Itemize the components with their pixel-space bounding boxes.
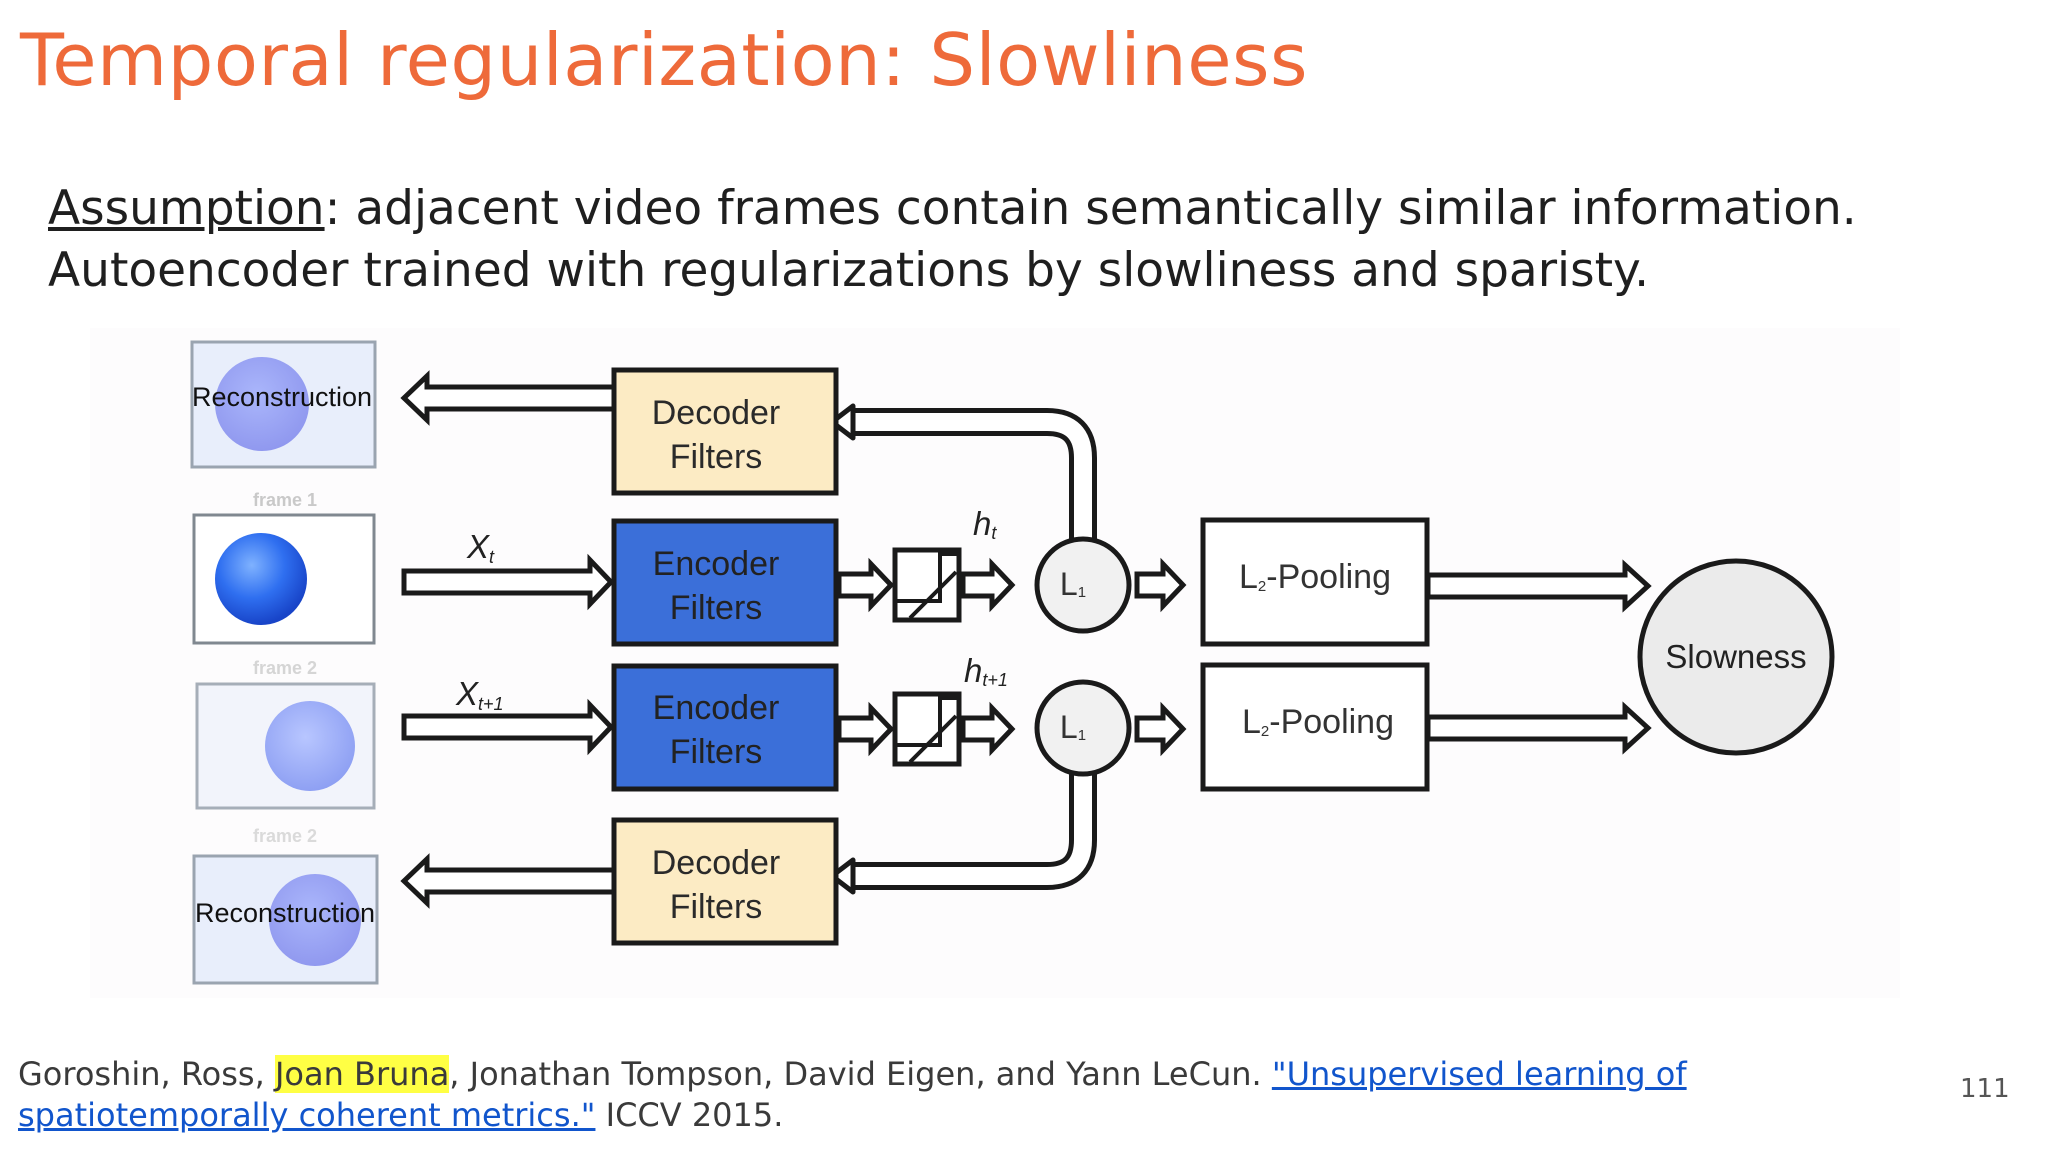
l1-t-label: L: [1060, 566, 1078, 602]
xt1-label: Xt+1: [455, 675, 504, 714]
frame1-input: [192, 513, 376, 645]
pool-t-sub: 2: [1258, 578, 1266, 595]
encoder-filters-t1: Encoder Filters: [611, 663, 839, 792]
encoder-t1-line1: Encoder: [653, 689, 780, 727]
input-arrow-xt: [401, 553, 615, 611]
xt-label: Xt: [466, 528, 495, 567]
encoder-t-line1: Encoder: [653, 545, 780, 583]
paper-link[interactable]: "Unsupervised learning of spatiotemporal…: [18, 1055, 1687, 1134]
arrow-enc-rect-1: [836, 557, 895, 613]
pool-t-text: -Pooling: [1266, 558, 1391, 596]
ht1-label: ht+1: [964, 652, 1008, 690]
reconstruction-label-top: Reconstruction: [192, 382, 372, 412]
feedback-pipe-top: [829, 403, 1097, 550]
arrow-rect-l1-2: [960, 701, 1016, 757]
slide-title: Temporal regularization: Slowliness: [20, 18, 1309, 102]
citation: Goroshin, Ross, Joan Bruna, Jonathan Tom…: [18, 1054, 1918, 1136]
l1-t1-sub: 1: [1078, 727, 1086, 744]
output-arrow-top: [400, 370, 617, 426]
svg-text:L1: L1: [1060, 566, 1086, 602]
arrow-pool-slow-1: [1425, 559, 1652, 613]
slide-body: Assumption: adjacent video frames contai…: [48, 178, 1857, 302]
decoder-filters-top: Decoder Filters: [611, 367, 839, 496]
assumption-line: Assumption: adjacent video frames contai…: [48, 178, 1857, 240]
decoder-bottom-line1: Decoder: [652, 844, 781, 882]
svg-text:L2-Pooling: L2-Pooling: [1242, 703, 1394, 741]
frame2-label-b: frame 2: [253, 826, 317, 846]
arrow-enc-rect-2: [836, 701, 895, 757]
frame2-input: [195, 682, 376, 810]
reconstruction-frame-top: Reconstruction: [190, 340, 377, 469]
pool-t-l: L: [1239, 558, 1258, 596]
citation-authors-pre: Goroshin, Ross,: [18, 1055, 275, 1093]
encoder-t1-line2: Filters: [670, 733, 763, 771]
decoder-top-line1: Decoder: [652, 394, 781, 432]
reconstruction-label-bottom: Reconstruction: [195, 898, 375, 928]
arrow-pool-slow-2: [1425, 701, 1652, 755]
autoencoder-line: Autoencoder trained with regularizations…: [48, 243, 1650, 298]
encoder-filters-t: Encoder Filters: [611, 518, 839, 647]
svg-text:L1: L1: [1060, 709, 1086, 745]
slowness-autoencoder-diagram: Reconstruction frame 1 frame 2 frame 2 R…: [90, 328, 1900, 998]
input-arrow-xt1: [401, 698, 615, 756]
pool-t1-sub: 2: [1261, 723, 1269, 740]
decoder-top-line2: Filters: [670, 438, 763, 476]
feedback-pipe-bottom: [829, 761, 1097, 895]
slowness-node: Slowness: [1637, 558, 1835, 756]
page-number: 111: [1960, 1074, 2010, 1104]
output-arrow-bottom: [400, 853, 617, 909]
l1-t1-label: L: [1060, 709, 1078, 745]
frame2-label-a: frame 2: [253, 658, 317, 678]
decoder-bottom-line2: Filters: [670, 888, 763, 926]
arrow-l1-pool-1: [1134, 557, 1187, 613]
decoder-filters-bottom: Decoder Filters: [611, 817, 839, 946]
l2-pooling-t1: L2-Pooling: [1200, 662, 1430, 792]
l1-node-t1: L1: [1034, 679, 1132, 777]
reconstruction-frame-bottom: Reconstruction: [192, 854, 379, 985]
l1-node-t: L1: [1034, 536, 1132, 634]
encoder-t-line2: Filters: [670, 589, 763, 627]
rectifier-t1: [892, 691, 962, 767]
l1-t-sub: 1: [1078, 584, 1086, 601]
assumption-text: : adjacent video frames contain semantic…: [324, 181, 1857, 236]
svg-text:L2-Pooling: L2-Pooling: [1239, 558, 1391, 596]
frame1-label: frame 1: [253, 490, 317, 510]
assumption-label: Assumption: [48, 181, 325, 236]
arrow-l1-pool-2: [1134, 701, 1187, 757]
rectifier-t: [892, 547, 962, 623]
ht-label: ht: [973, 505, 997, 543]
citation-venue: ICCV 2015.: [595, 1096, 784, 1134]
pool-t1-l: L: [1242, 703, 1261, 741]
arrow-rect-l1-1: [960, 557, 1016, 613]
citation-authors-post: , Jonathan Tompson, David Eigen, and Yan…: [449, 1055, 1272, 1093]
slowness-label: Slowness: [1665, 638, 1806, 675]
highlighted-author: Joan Bruna: [274, 1055, 450, 1093]
pool-t1-text: -Pooling: [1269, 703, 1394, 741]
l2-pooling-t: L2-Pooling: [1200, 517, 1430, 647]
